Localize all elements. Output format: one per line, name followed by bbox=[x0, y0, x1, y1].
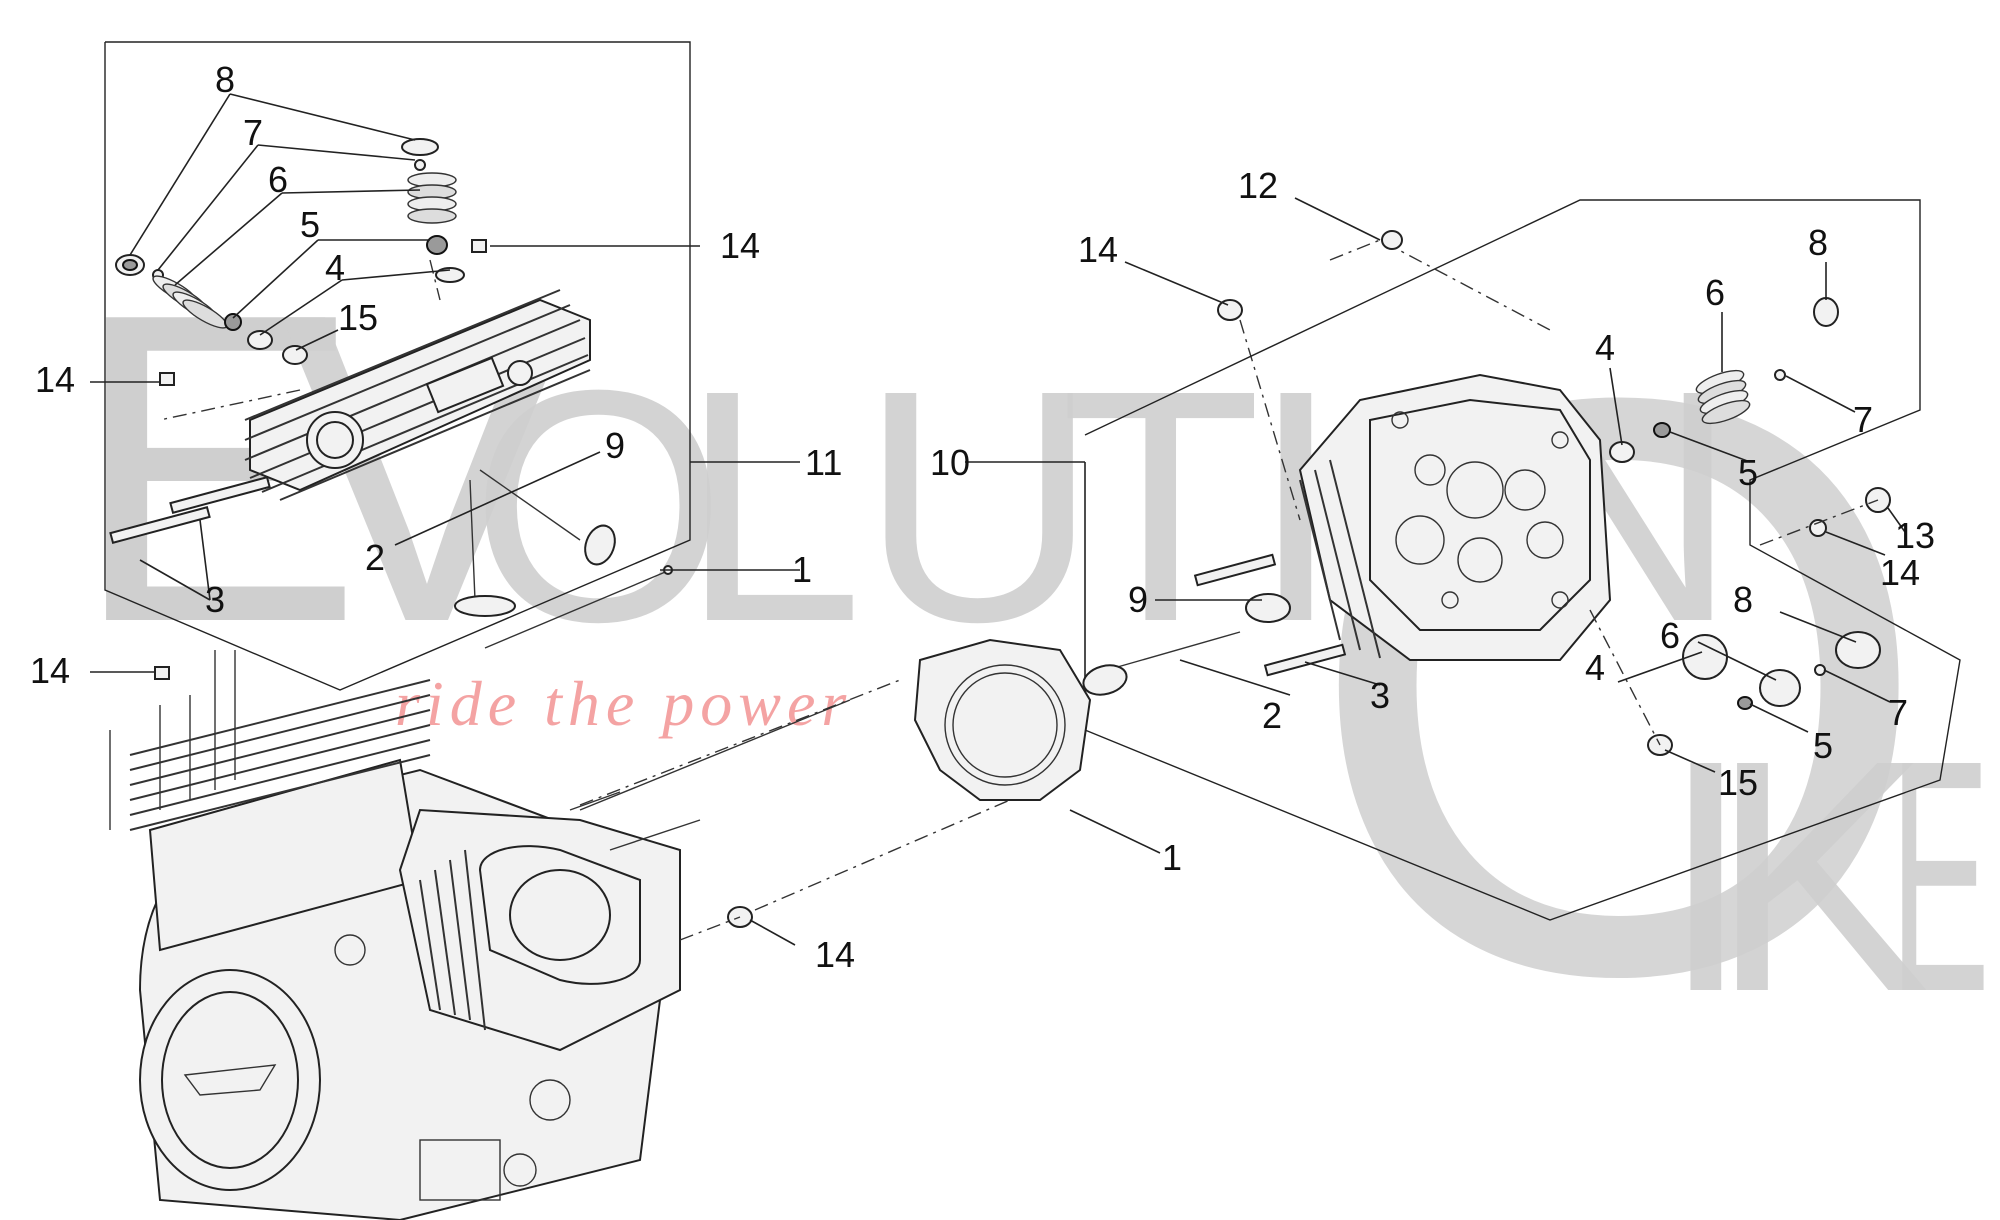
middle-parts bbox=[579, 299, 1347, 941]
right-assembly-frame bbox=[1084, 199, 1961, 921]
watermark-letter-e2: E bbox=[1890, 691, 1990, 1060]
watermark-letter-t: T bbox=[1060, 321, 1262, 690]
callout-left-14b: 14 bbox=[35, 359, 75, 400]
callout-left-1: 1 bbox=[792, 549, 812, 590]
left-washer-4b bbox=[435, 267, 465, 283]
left-key-7b bbox=[414, 159, 426, 171]
left-leaders bbox=[90, 93, 800, 673]
callout-left-7: 7 bbox=[243, 112, 263, 153]
callout-left-14a: 14 bbox=[720, 225, 760, 266]
callout-left-4: 4 bbox=[325, 247, 345, 288]
left-cylinder-head bbox=[244, 289, 591, 501]
callout-left-3: 3 bbox=[205, 579, 225, 620]
left-dowel-14c bbox=[154, 666, 170, 680]
callout-right-5a: 5 bbox=[1738, 452, 1758, 493]
callout-mid-12: 12 bbox=[1238, 165, 1278, 206]
callout-mid-14a: 14 bbox=[1078, 229, 1118, 270]
callout-left-15: 15 bbox=[338, 297, 378, 338]
right-leaders bbox=[1609, 262, 1906, 773]
right-callouts: 4 6 8 7 5 13 14 8 6 4 7 5 15 bbox=[1585, 222, 1935, 803]
callout-left-14c: 14 bbox=[30, 650, 70, 691]
middle-leaders bbox=[749, 197, 1381, 946]
callout-right-5b: 5 bbox=[1813, 725, 1833, 766]
callout-mid-9: 9 bbox=[1128, 579, 1148, 620]
callout-right-4b: 4 bbox=[1585, 647, 1605, 688]
callout-right-8b: 8 bbox=[1733, 579, 1753, 620]
callout-left-2: 2 bbox=[365, 537, 385, 578]
mid-guide-3a bbox=[1193, 553, 1277, 587]
right-spring-6b bbox=[1759, 669, 1801, 707]
callout-left-11: 11 bbox=[805, 442, 842, 483]
left-guide-3b bbox=[169, 476, 271, 514]
left-washer-4a bbox=[247, 330, 273, 350]
left-ring-15 bbox=[282, 345, 308, 365]
mid-valve-2 bbox=[1082, 631, 1241, 696]
watermark-slogan: ride the power bbox=[395, 668, 852, 739]
left-guide-3a bbox=[109, 506, 211, 544]
left-seal-5b bbox=[426, 235, 448, 255]
right-seal-5b bbox=[1737, 696, 1753, 710]
callout-left-8: 8 bbox=[215, 59, 235, 100]
watermark-letter-o2: O bbox=[1300, 228, 1938, 1144]
right-retainer-8a bbox=[1813, 297, 1839, 327]
callout-left-9: 9 bbox=[605, 425, 625, 466]
right-key-7b bbox=[1814, 664, 1826, 676]
left-seal-5a bbox=[224, 313, 242, 331]
callout-right-8a: 8 bbox=[1808, 222, 1828, 263]
mid-dowel-14a bbox=[1217, 299, 1243, 321]
watermark-letter-k: K bbox=[1710, 691, 1930, 1060]
mid-cap-9 bbox=[1245, 593, 1291, 623]
middle-callouts: 12 14 10 9 2 3 1 14 bbox=[815, 165, 1390, 975]
callout-right-15: 15 bbox=[1718, 762, 1758, 803]
engine-right-cylinder bbox=[398, 791, 701, 1052]
right-seal-5a bbox=[1653, 422, 1671, 438]
left-spring-6b bbox=[407, 172, 457, 224]
left-assembly-frame bbox=[104, 41, 800, 691]
left-valve-2 bbox=[454, 479, 516, 617]
engine-left-cylinder bbox=[109, 650, 431, 952]
left-retainer-8b bbox=[401, 138, 439, 156]
callout-left-6: 6 bbox=[268, 159, 288, 200]
right-cylinder-head bbox=[1298, 230, 1612, 661]
engine-block bbox=[109, 650, 701, 1220]
left-dowel-14a bbox=[471, 239, 487, 253]
callout-mid-2: 2 bbox=[1262, 695, 1282, 736]
callout-right-6a: 6 bbox=[1705, 272, 1725, 313]
callout-mid-10: 10 bbox=[930, 442, 970, 483]
right-key-7a bbox=[1774, 369, 1786, 381]
right-spring-6a bbox=[1695, 369, 1751, 425]
callout-right-13: 13 bbox=[1895, 515, 1935, 556]
callout-right-6b: 6 bbox=[1660, 615, 1680, 656]
callout-mid-1: 1 bbox=[1162, 837, 1182, 878]
callout-mid-14b: 14 bbox=[815, 934, 855, 975]
left-callouts: 8 7 6 5 4 15 14 14 14 9 11 2 3 1 bbox=[30, 59, 842, 691]
left-stud-1 bbox=[484, 569, 671, 649]
left-spring-6a bbox=[152, 275, 228, 329]
right-retainer-8b bbox=[1835, 631, 1881, 669]
callout-left-5: 5 bbox=[300, 204, 320, 245]
callout-mid-3: 3 bbox=[1370, 675, 1390, 716]
left-valve-9 bbox=[479, 469, 616, 566]
callout-right-4a: 4 bbox=[1595, 327, 1615, 368]
watermark-letter-l: L bbox=[680, 321, 864, 690]
right-nut-12 bbox=[1381, 230, 1403, 250]
left-dowel-14b bbox=[159, 372, 175, 386]
callout-right-7a: 7 bbox=[1853, 399, 1873, 440]
callout-right-14: 14 bbox=[1880, 552, 1920, 593]
callout-right-7b: 7 bbox=[1888, 692, 1908, 733]
head-gasket-1 bbox=[913, 638, 1092, 801]
right-dowel-14 bbox=[1809, 519, 1827, 537]
mid-guide-3b bbox=[1263, 643, 1347, 677]
watermark-letter-u: U bbox=[860, 321, 1098, 690]
left-valve-parts bbox=[109, 138, 673, 680]
